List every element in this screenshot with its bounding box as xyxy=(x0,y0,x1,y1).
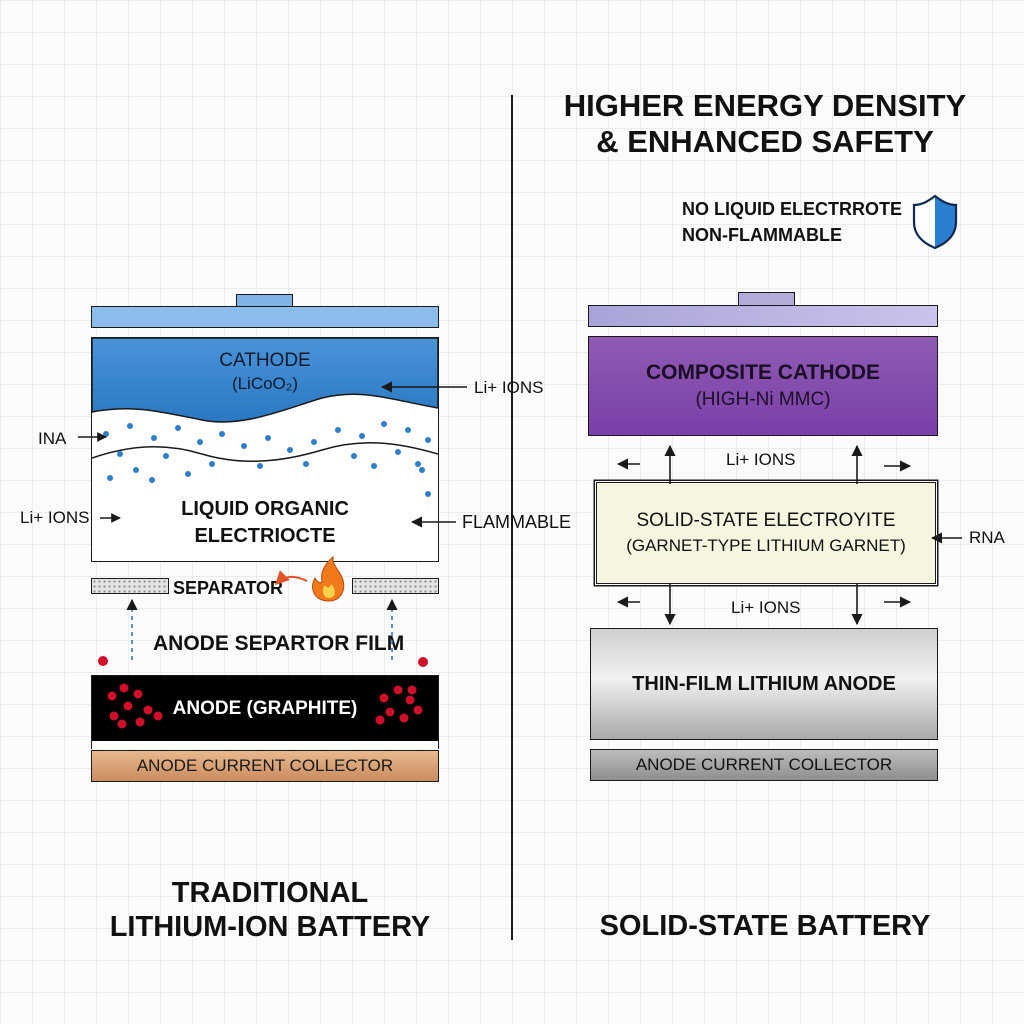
headline: HIGHER ENERGY DENSITY & ENHANCED SAFETY xyxy=(520,88,1010,160)
headline-line-2: & ENHANCED SAFETY xyxy=(596,124,934,159)
li-ions-top-label: Li+ IONS xyxy=(726,450,796,469)
anode-label: ANODE (GRAPHITE) xyxy=(172,698,358,719)
solid-electrolyte-line-2: (GARNET-TYPE LITHIUM GARNET) xyxy=(626,536,906,555)
cathode-wave-layer xyxy=(92,338,438,497)
traditional-cell-body: CATHODE (LiCoO₂) LIQUID ORGANIC ELECTRIO… xyxy=(91,337,439,562)
separator-label: SEPARATOR xyxy=(173,578,284,598)
li-ion-dots xyxy=(103,421,431,497)
solid-cathode-line-2: (HIGH-Ni MMC) xyxy=(695,389,831,410)
ina-label: INA xyxy=(38,429,67,448)
anode-separator-film-label: ANODE SEPARTOR FILM xyxy=(153,632,405,655)
cathode-name: CATHODE xyxy=(219,350,311,371)
electrolyte-boundary xyxy=(92,442,438,462)
traditional-current-collector: ANODE CURRENT COLLECTOR xyxy=(91,750,439,782)
solid-terminal-tab xyxy=(738,292,795,307)
anode-interlayer xyxy=(91,741,439,749)
traditional-title-line-2: LITHIUM-ION BATTERY xyxy=(109,911,431,943)
flame-icon xyxy=(312,555,345,602)
solid-electrolyte: SOLID-STATE ELECTROYITE (GARNET-TYPE LIT… xyxy=(596,482,936,584)
traditional-collector-label: ANODE CURRENT COLLECTOR xyxy=(136,756,394,775)
lithium-red-dots xyxy=(98,656,428,729)
solid-current-collector: ANODE CURRENT COLLECTOR xyxy=(590,749,938,781)
cathode-region xyxy=(92,338,438,423)
separator-right-strip xyxy=(352,578,439,594)
feature-non-flammable: NON-FLAMMABLE xyxy=(682,225,842,245)
flammable-label: FLAMMABLE xyxy=(462,512,572,532)
center-divider xyxy=(511,95,513,940)
traditional-title-line-1: TRADITIONAL xyxy=(171,877,369,909)
headline-line-1: HIGHER ENERGY DENSITY xyxy=(563,88,967,123)
flame-arrow xyxy=(275,570,308,585)
solid-collector-label: ANODE CURRENT COLLECTOR xyxy=(635,755,893,774)
cathode-formula: (LiCoO₂) xyxy=(231,374,299,393)
rna-label: RNA xyxy=(969,528,1005,547)
traditional-title: TRADITIONAL LITHIUM-ION BATTERY xyxy=(70,876,470,944)
traditional-terminal-tab xyxy=(236,294,293,309)
thin-film-lithium-anode: THIN-FILM LITHIUM ANODE xyxy=(590,628,938,740)
solid-anode-label: THIN-FILM LITHIUM ANODE xyxy=(632,672,896,695)
li-ions-left-label: Li+ IONS xyxy=(20,508,90,527)
electrolyte-line-1: LIQUID ORGANIC xyxy=(181,498,349,520)
electrolyte-label-group: LIQUID ORGANIC ELECTRIOCTE xyxy=(92,496,438,550)
cathode-label-group: CATHODE (LiCoO₂) xyxy=(92,350,438,394)
feature-no-liquid: NO LIQUID ELECTRROTE xyxy=(682,199,902,219)
electrolyte-line-2: ELECTRIOCTE xyxy=(194,525,336,547)
li-ions-center-label: Li+ IONS xyxy=(474,378,544,397)
solid-state-title: SOLID-STATE BATTERY xyxy=(599,910,931,942)
shield-icon xyxy=(912,194,958,250)
traditional-cathode-cap xyxy=(91,306,439,328)
composite-cathode: COMPOSITE CATHODE (HIGH-Ni MMC) xyxy=(588,336,938,436)
li-ions-bottom-label: Li+ IONS xyxy=(731,598,801,617)
solid-cathode-cap xyxy=(588,305,938,327)
solid-cathode-line-1: COMPOSITE CATHODE xyxy=(645,361,881,384)
separator-left-strip xyxy=(91,578,169,594)
solid-electrolyte-line-1: SOLID-STATE ELECTROYITE xyxy=(636,510,896,531)
